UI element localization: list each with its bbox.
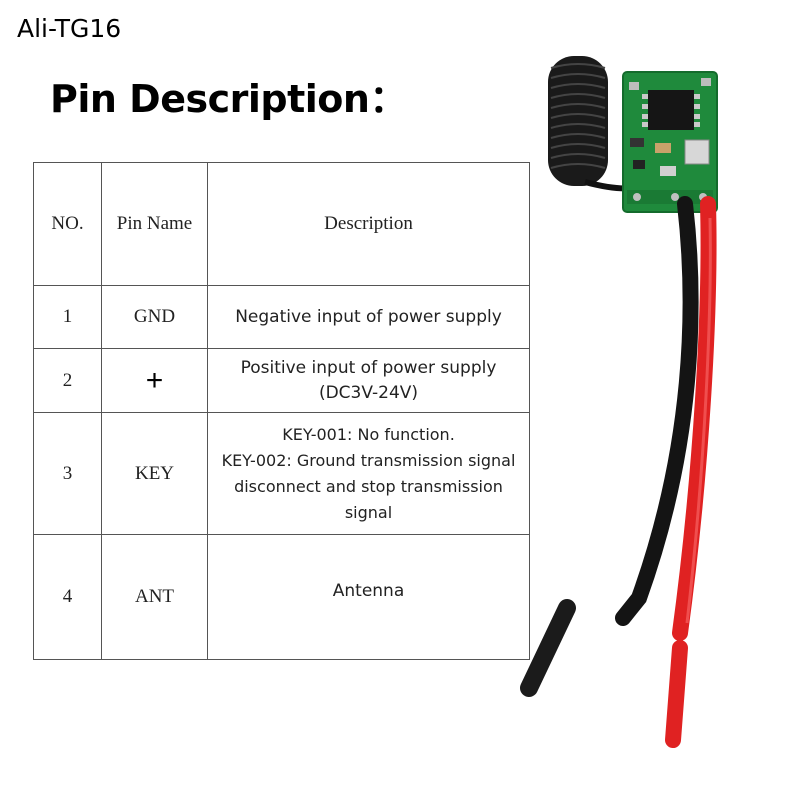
row-no: 2: [33, 348, 102, 413]
pin-description-table: NO. Pin Name Description 1 GND Negative …: [33, 162, 530, 660]
row-description: KEY-001: No function. KEY-002: Ground tr…: [207, 412, 530, 535]
row-description: Negative input of power supply: [207, 285, 530, 349]
row-pin-name: KEY: [101, 412, 208, 535]
page-title: Pin Description：: [50, 77, 407, 121]
black-wire: [520, 196, 699, 697]
header-description: Description: [207, 162, 530, 286]
description-line: KEY-002: Ground transmission signal: [221, 450, 516, 470]
module-photo: [520, 56, 718, 748]
description-line: KEY-001: No function.: [282, 424, 455, 444]
description-line: (DC3V-24V): [318, 382, 419, 403]
description-line: Negative input of power supply: [235, 306, 502, 327]
table-row: 3 KEY KEY-001: No function. KEY-002: Gro…: [33, 412, 530, 535]
table-row: 1 GND Negative input of power supply: [33, 285, 530, 349]
brand-label: Ali-TG16: [17, 14, 122, 43]
row-no: 4: [33, 534, 102, 660]
description-line: Antenna: [332, 581, 405, 601]
table-row: 4 ANT Antenna: [33, 534, 530, 660]
row-pin-name: +: [101, 348, 208, 413]
description-line: Positive input of power supply: [240, 357, 497, 378]
row-no: 3: [33, 412, 102, 535]
row-no: 1: [33, 285, 102, 349]
row-pin-name: ANT: [101, 534, 208, 660]
row-description: Positive input of power supply (DC3V-24V…: [207, 348, 530, 413]
header-pin-name: Pin Name: [101, 162, 208, 286]
pcb-board: [622, 71, 718, 213]
row-pin-name: GND: [101, 285, 208, 349]
table-header-row: NO. Pin Name Description: [33, 162, 530, 286]
header-no: NO.: [33, 162, 102, 286]
red-wire: [665, 196, 717, 748]
antenna-coil: [548, 56, 634, 192]
description-line: disconnect and stop transmission signal: [234, 476, 503, 522]
row-description: Antenna: [207, 534, 530, 660]
table-row: 2 + Positive input of power supply (DC3V…: [33, 348, 530, 413]
